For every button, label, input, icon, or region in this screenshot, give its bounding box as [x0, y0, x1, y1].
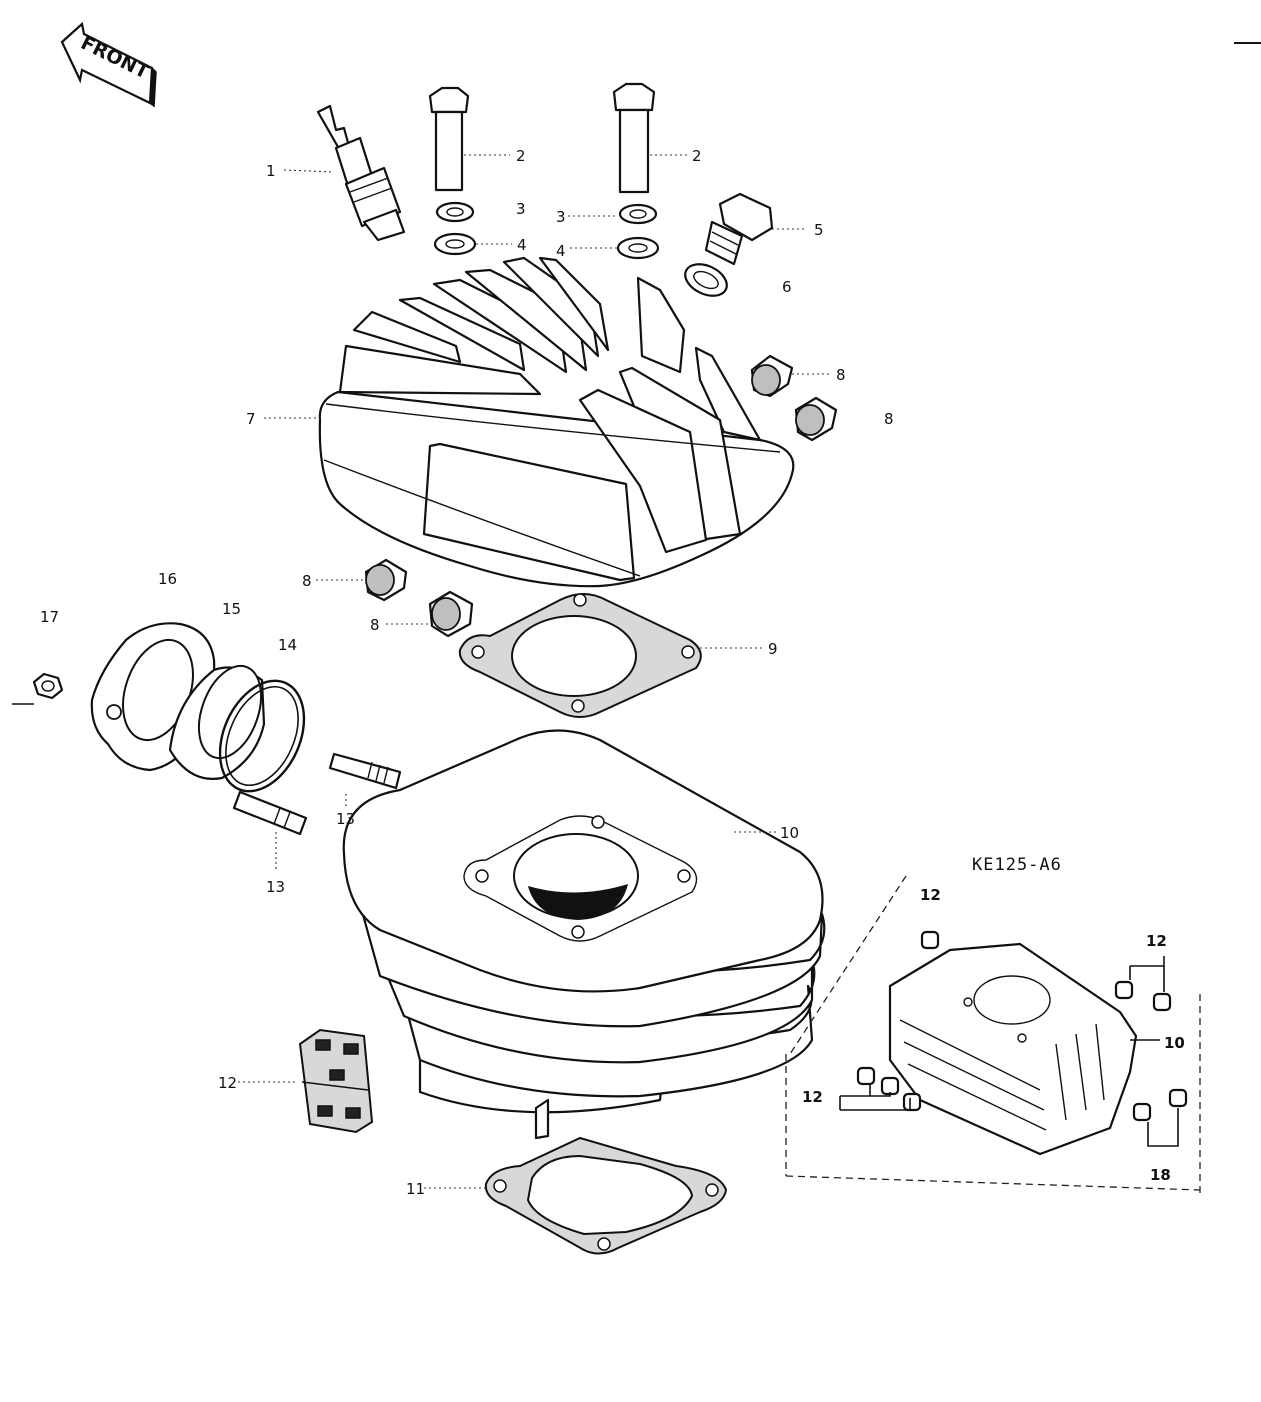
callout-14: 14	[278, 636, 297, 654]
washer-4-left	[433, 232, 477, 256]
callout-8c: 8	[302, 572, 312, 590]
callout-16: 16	[158, 570, 177, 588]
dowel-8-lower-b	[428, 590, 474, 638]
bracket-18	[1147, 1108, 1179, 1147]
head-gasket	[458, 593, 702, 718]
callout-13a: 13	[336, 810, 355, 828]
spark-plug	[316, 104, 406, 242]
callout-12c: 12	[1146, 932, 1167, 950]
inset-pins-right	[1114, 980, 1172, 1012]
washer-3-right	[618, 203, 658, 225]
nut	[32, 672, 64, 700]
callout-12a: 12	[218, 1074, 237, 1092]
callout-3a: 3	[516, 200, 526, 218]
callout-10b: 10	[1164, 1034, 1185, 1052]
hose-clamp	[218, 679, 306, 793]
drain-bolt	[704, 192, 774, 266]
inset-pins-bottom	[1132, 1088, 1188, 1122]
callout-2b: 2	[692, 147, 702, 165]
head-bolt-right	[612, 82, 656, 194]
cylinder-head	[318, 256, 795, 588]
callout-3b: 3	[556, 208, 566, 226]
bracket-12d	[839, 1084, 911, 1111]
base-gasket	[484, 1136, 728, 1255]
dowel-8-lower-a	[364, 558, 408, 602]
callout-7: 7	[246, 410, 256, 428]
gasket-6	[684, 263, 728, 297]
bracket-12c	[1129, 956, 1165, 992]
stud-13-upper	[328, 752, 402, 790]
leader-1	[283, 169, 335, 173]
intake-sleeve	[168, 664, 266, 780]
cylinder	[342, 729, 826, 1140]
callout-8b: 8	[884, 410, 894, 428]
callout-18: 18	[1150, 1166, 1171, 1184]
washer-4-right	[616, 236, 660, 260]
callout-2a: 2	[516, 147, 526, 165]
callout-12b: 12	[920, 886, 941, 904]
inset-pins-left	[856, 1066, 922, 1112]
stud-13-lower	[232, 790, 308, 836]
inset-cylinder	[888, 942, 1138, 1156]
dowel-8-upper-a	[750, 354, 794, 398]
callout-5: 5	[814, 221, 824, 239]
washer-3-left	[435, 201, 475, 223]
model-code: KE125-A6	[972, 855, 1062, 875]
callout-4a: 4	[517, 236, 527, 254]
callout-11: 11	[406, 1180, 425, 1198]
reed-block	[298, 1028, 374, 1134]
callout-12d: 12	[802, 1088, 823, 1106]
inset-frame-bottom	[785, 1175, 1201, 1191]
head-bolt-left	[428, 86, 470, 192]
front-arrow-icon: FRONT	[60, 21, 157, 108]
callout-13b: 13	[266, 878, 285, 896]
callout-8d: 8	[370, 616, 380, 634]
inset-pin-top	[920, 930, 940, 950]
callout-10: 10	[780, 824, 799, 842]
callout-15: 15	[222, 600, 241, 618]
callout-9: 9	[768, 640, 778, 658]
callout-1: 1	[266, 162, 276, 180]
callout-8a: 8	[836, 366, 846, 384]
callout-17: 17	[40, 608, 59, 626]
dowel-8-upper-b	[794, 396, 838, 442]
callout-6: 6	[782, 278, 792, 296]
callout-4b: 4	[556, 242, 566, 260]
